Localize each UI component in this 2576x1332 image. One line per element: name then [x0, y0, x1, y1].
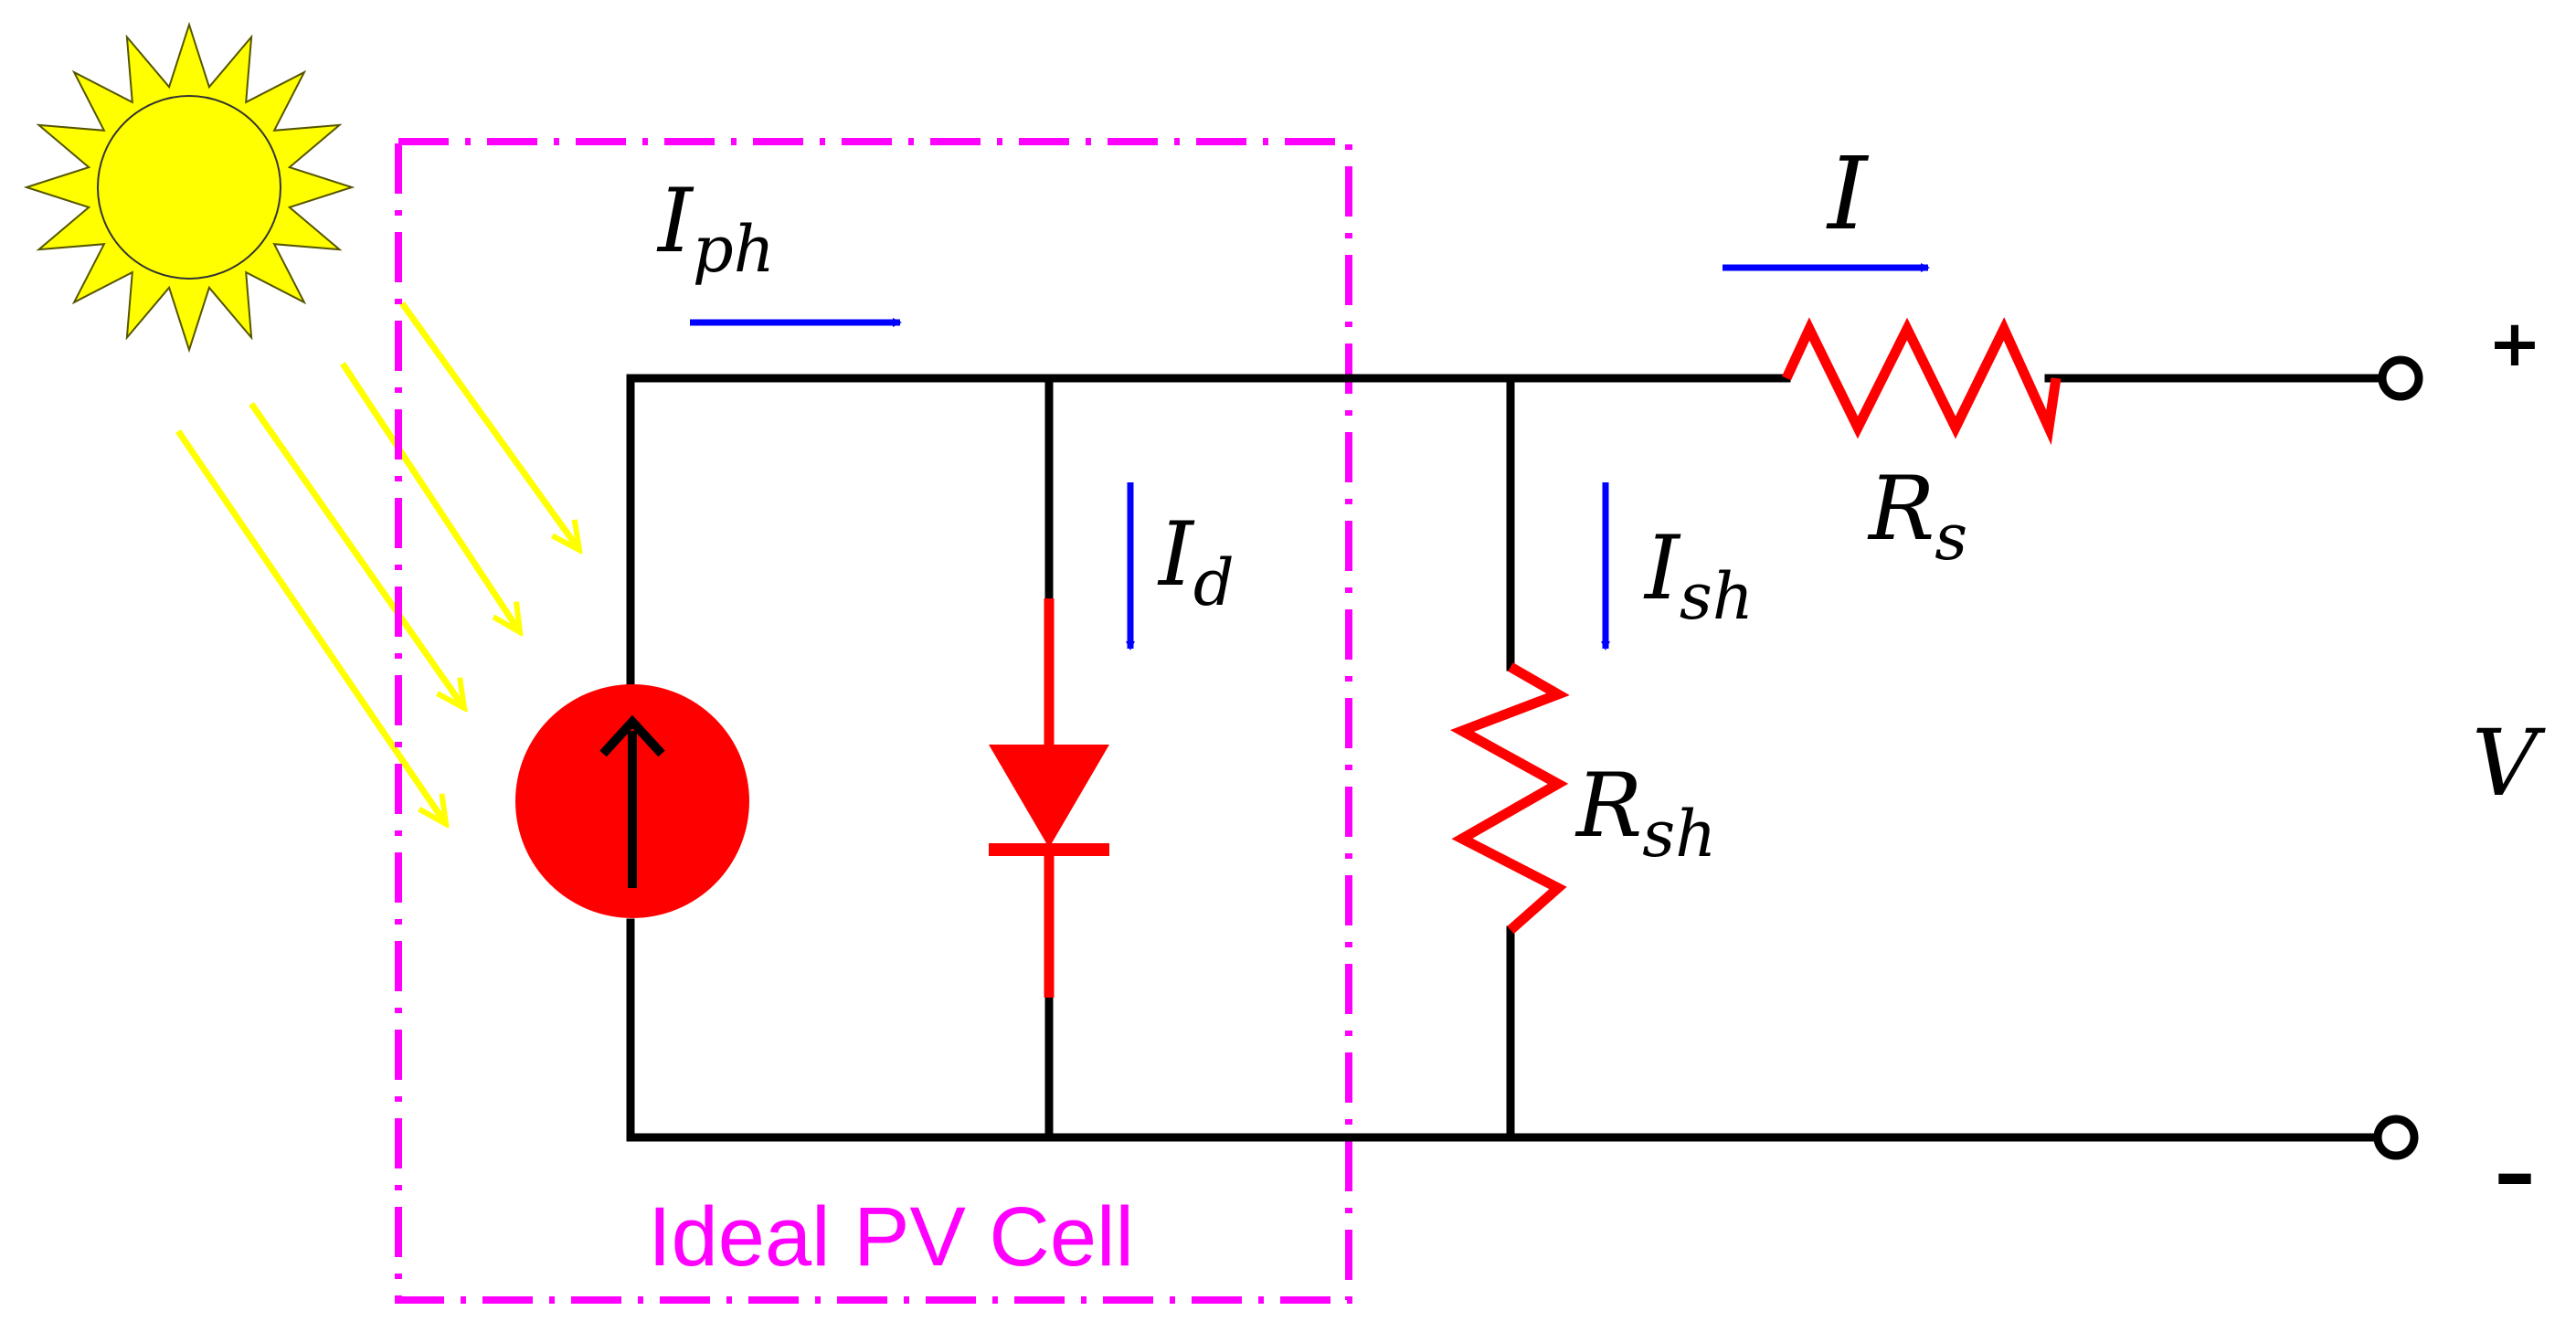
current-source — [515, 684, 749, 918]
light-rays — [175, 301, 579, 824]
positive-terminal — [2378, 355, 2423, 401]
negative-terminal-sign: – — [2495, 1126, 2536, 1221]
diode-triangle — [989, 745, 1109, 848]
ideal-pv-cell-boundary — [395, 138, 1352, 1304]
shunt-resistor — [1449, 662, 1570, 935]
diode-current-label: Id — [1157, 503, 1235, 620]
light-ray — [340, 362, 520, 632]
negative-terminal — [2373, 1115, 2419, 1160]
series-resistor-label: Rs — [1867, 458, 1967, 575]
diode — [989, 598, 1109, 998]
light-ray — [175, 429, 446, 824]
light-ray — [249, 401, 464, 708]
shunt-resistor-label: Rsh — [1574, 755, 1716, 872]
wires — [626, 374, 2390, 1142]
shunt-current-label: Ish — [1643, 517, 1754, 634]
current-arrows — [690, 263, 1930, 650]
output-current-label: I — [1826, 135, 1870, 252]
series-resistor — [1782, 317, 2062, 446]
current-source-arrow-head — [599, 714, 665, 757]
light-ray — [399, 301, 579, 550]
positive-terminal-sign: + — [2488, 306, 2542, 381]
sun-disc — [97, 95, 281, 280]
sun-icon — [23, 21, 355, 354]
photo-current-label: Iph — [656, 170, 775, 287]
ideal-pv-cell-label: Ideal PV Cell — [648, 1190, 1134, 1284]
output-terminals: + – — [2373, 306, 2542, 1221]
voltage-label: V — [2472, 710, 2546, 817]
